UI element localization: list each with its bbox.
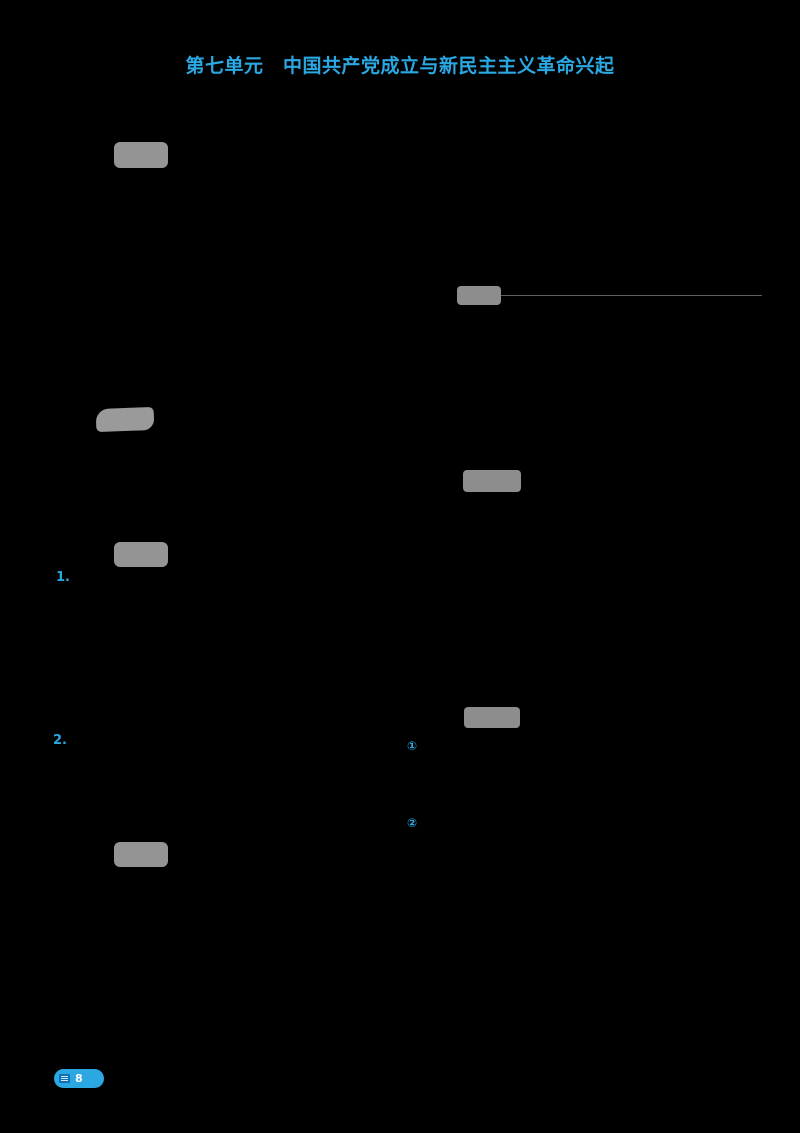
horizontal-rule [501, 295, 762, 296]
answer-marker-4: ② [407, 816, 418, 830]
section-badge-3 [95, 406, 155, 433]
section-badge-4 [463, 470, 521, 492]
section-badge-2 [457, 286, 501, 305]
section-badge-5 [114, 542, 168, 567]
section-badge-7 [114, 842, 168, 867]
section-badge-6 [464, 707, 520, 728]
page-number-badge: 8 [54, 1069, 104, 1088]
answer-marker-1: 1. [56, 570, 70, 585]
unit-title: 第七单元 中国共产党成立与新民主主义革命兴起 [185, 55, 615, 77]
book-icon [59, 1074, 70, 1083]
section-badge-1 [114, 142, 168, 168]
page-number: 8 [75, 1072, 83, 1085]
answer-marker-2: 2. [53, 733, 67, 748]
answer-marker-3: ① [407, 739, 418, 753]
